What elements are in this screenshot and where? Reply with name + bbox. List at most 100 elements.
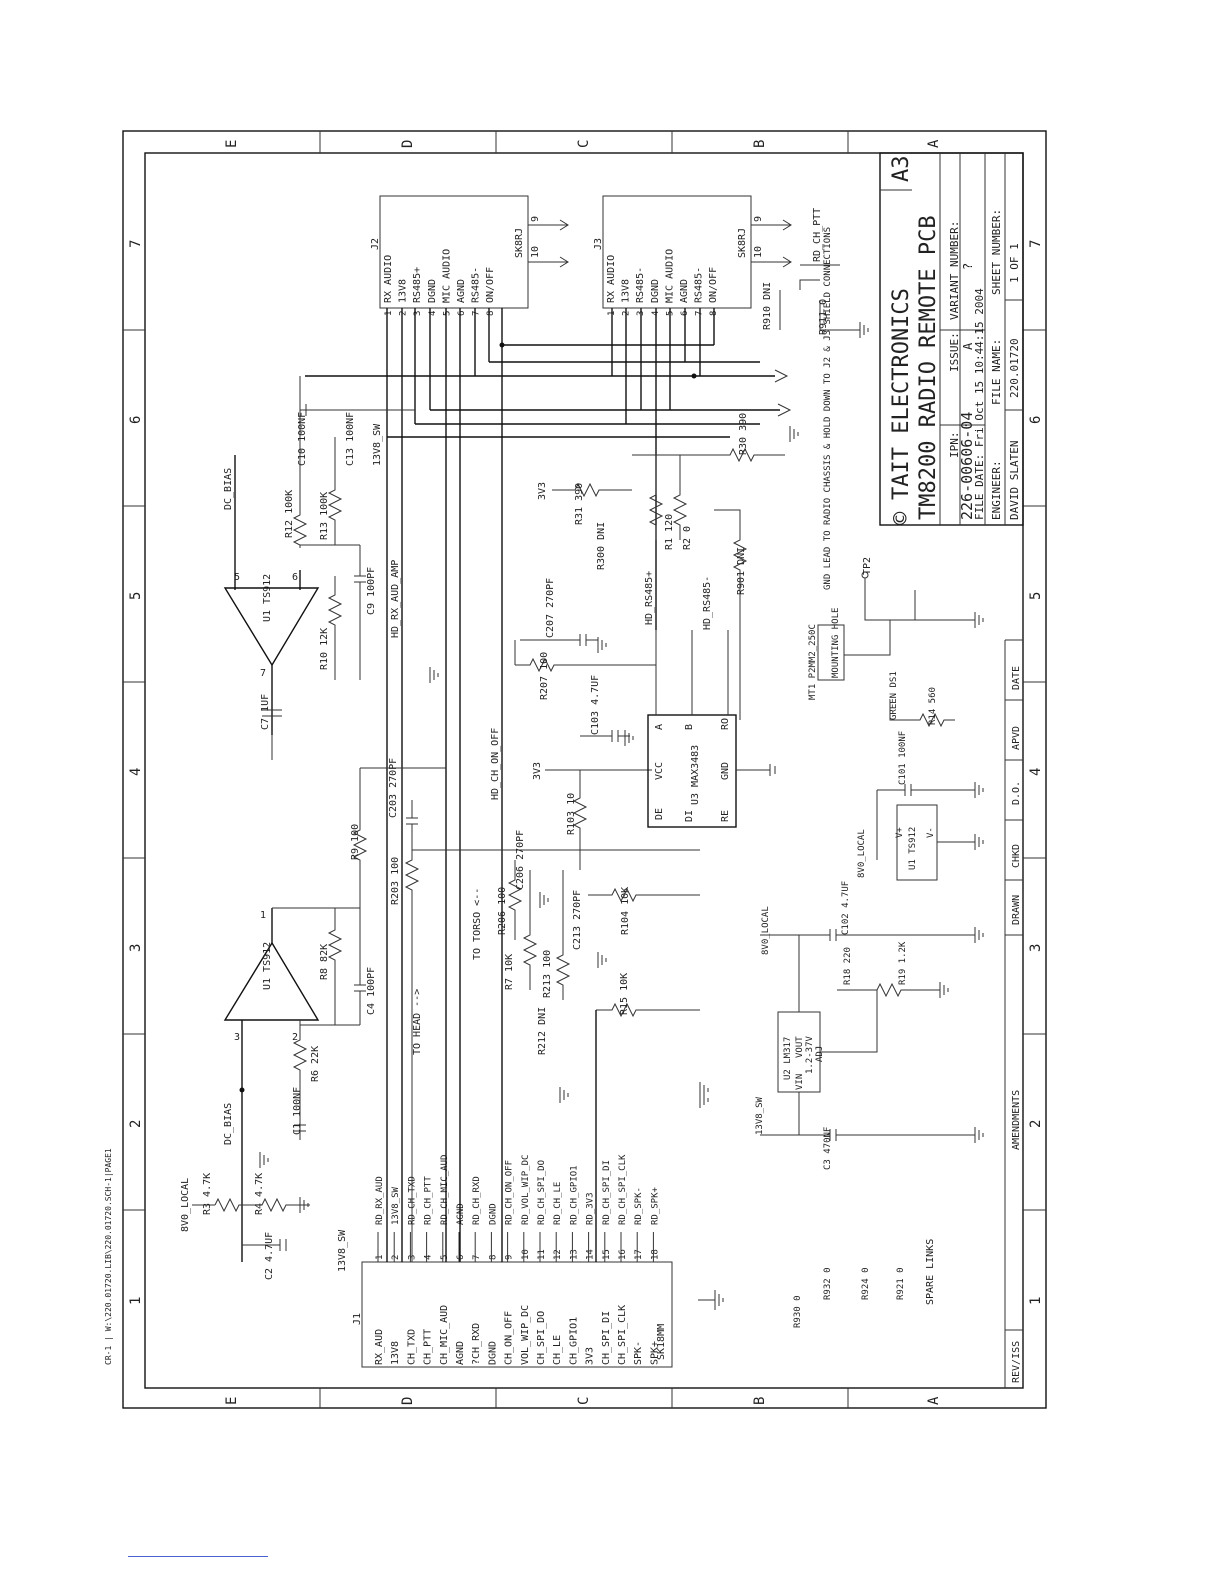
spare-link-r932: R932 0: [823, 1267, 833, 1300]
j1-pin-13-number: 13: [569, 1249, 579, 1260]
r30-label: R30 390: [738, 413, 749, 455]
u3-pin-a: A: [654, 724, 665, 730]
u3-pin-re: RE: [720, 810, 731, 822]
j1-net-16: RD_CH_SPI_CLK: [618, 1154, 628, 1225]
c213-label: C213 270PF: [572, 890, 583, 950]
j1-pin-10-name: VOL_WIP_DC: [520, 1305, 531, 1365]
zone-letter-c-top: C: [576, 140, 592, 148]
j1-pin-6-number: 6: [456, 1255, 466, 1260]
spare-links-title: SPARE LINKS: [925, 1239, 936, 1305]
c2-label: C2 4.7UF: [264, 1232, 275, 1280]
hd-rs485-minus-label: HD_RS485-: [702, 576, 713, 630]
j1-net-9: RD_CH_ON_OFF: [505, 1160, 515, 1225]
j2-part: SK8RJ: [514, 228, 525, 258]
ic-u3-max3483: U3 MAX3483 VCC DE DI RE GND A B RO: [647, 630, 776, 828]
zone-number-7-right: 7: [1028, 240, 1044, 248]
rev-cell-do: D.O.: [1011, 781, 1022, 805]
ground-symbol: [698, 1290, 724, 1310]
j3-pin-3-name: RS485-: [635, 267, 646, 303]
u3-pin-di: DI: [684, 810, 695, 822]
plot-path-label: CR-1 | W:\220.01720.LIB\220.01720.SCH-1|…: [104, 1148, 113, 1365]
j2-pin-3-name: RS485+: [412, 267, 423, 303]
j1-pin-11-name: CH_SPI_DO: [536, 1311, 547, 1365]
ground-symbols: [259, 322, 984, 1213]
j3-pin-7-name: RS485-: [694, 267, 705, 303]
svg-text:2: 2: [292, 1032, 298, 1043]
8v0-local-label: 8V0_LOCAL: [180, 1178, 191, 1232]
r911-label: R911 0: [818, 299, 829, 335]
r207-label: R207 100: [539, 652, 550, 700]
j1-net-1: RD_RX_AUD: [375, 1176, 385, 1225]
ground-symbol-13: [939, 982, 949, 998]
zone-number-1-left: 1: [128, 1297, 144, 1305]
j2-pin-1-name: RX AUDIO: [383, 255, 394, 303]
j3-pin-6-name: AGND: [679, 279, 690, 303]
u3-pin-gnd: GND: [720, 762, 731, 780]
j2-j3-bus: [305, 308, 792, 1262]
j1-pin-18-number: 18: [650, 1249, 660, 1260]
j1-pin-12-number: 12: [553, 1249, 563, 1260]
j1-net-7: RD_CH_RXD: [472, 1176, 482, 1225]
ground-symbol-10: [974, 782, 984, 798]
rev-cell-drawn: DRAWN: [1011, 895, 1022, 925]
u1a-label: U1 TS912: [262, 942, 273, 990]
c13-label: C13 100NF: [345, 412, 356, 466]
c9-label: C9 100PF: [366, 567, 377, 615]
j2-pin-8-name: ON/OFF: [485, 267, 496, 303]
ds1-label: GREEN DS1: [889, 671, 899, 720]
hd-rs485-plus-label: HD_RS485+: [644, 571, 655, 625]
sheet-size: A3: [889, 156, 914, 183]
zone-letters: E D C B A E D C B A: [224, 139, 942, 1405]
8v0-local-label-c: 8V0_LOCAL: [761, 906, 771, 955]
zone-number-2-right: 2: [1028, 1120, 1044, 1128]
r4-label: R4 4.7K: [254, 1173, 265, 1215]
sheet-number-label: SHEET NUMBER:: [990, 209, 1003, 295]
ground-symbol-5: [624, 730, 634, 746]
u1-power-label: U1 TS912: [908, 827, 918, 870]
j1-pin-7-number: 7: [472, 1255, 482, 1260]
zone-number-4-left: 4: [128, 768, 144, 776]
zone-number-1-right: 1: [1028, 1297, 1044, 1305]
ground-symbol-7: [789, 426, 799, 442]
zone-number-6-right: 6: [1028, 416, 1044, 424]
j1-net-2: 13V8_SW: [391, 1186, 401, 1225]
j3-part: SK8RJ: [737, 228, 748, 258]
3v3-label-top: 3V3: [537, 482, 548, 500]
r212-label: R212 DNI: [537, 1007, 548, 1055]
j1-pin-1-name: RX_AUD: [374, 1329, 385, 1365]
13v8-sw-label-top: 13V8_SW: [372, 423, 383, 466]
j3-pin-2-name: 13V8: [621, 279, 632, 303]
j1-pin-5-number: 5: [440, 1255, 450, 1260]
c103-label: C103 4.7UF: [590, 675, 601, 735]
j1-pin-17-number: 17: [634, 1249, 644, 1260]
gnd-note: GND LEAD TO RADIO CHASSIS & HOLD DOWN TO…: [823, 227, 833, 590]
hd-ch-on-off-label: HD_CH_ON_OFF: [490, 728, 501, 800]
13v8-sw-label-j1: 13V8_SW: [337, 1229, 348, 1272]
ground-symbol-9: [974, 612, 984, 628]
j1-pin-8-name: DGND: [487, 1341, 498, 1365]
issue-label: ISSUE:: [948, 332, 961, 372]
file-name-label: FILE NAME:: [990, 339, 1003, 405]
c101-label: C101 100NF: [898, 731, 908, 785]
file-name-value: 220.01720: [1008, 338, 1021, 398]
to-torso-label: TO TORSO <--: [472, 888, 483, 960]
zone-letter-d-top: D: [400, 140, 416, 148]
r213-label: R213 100: [542, 950, 553, 998]
j1-pin-14-number: 14: [586, 1249, 596, 1260]
spare-link-r930: R930 0: [793, 1295, 803, 1328]
issue-value: A: [961, 342, 975, 350]
connector-j1: J1 SK18MM RX_AUD113V82CH_TXD3CH_PTT4CH_M…: [352, 1154, 673, 1368]
hd-rx-aud-amp-label: HD_RX_AUD_AMP: [390, 560, 401, 638]
file-date: FILE DATE: Fri Oct 15 10:44:15 2004: [973, 288, 986, 520]
j2-pin-7-name: RS485-: [471, 267, 482, 303]
r13-label: R13 100K: [319, 492, 330, 540]
j3-pin-1-name: RX AUDIO: [606, 255, 617, 303]
r31-label: R31 390: [574, 483, 585, 525]
engineer-name: DAVID SLATEN: [1008, 441, 1021, 520]
j2-pin-4-number: 4: [428, 311, 438, 316]
j1-net-11: RD_CH_SPI_DO: [537, 1160, 547, 1225]
j2-pin-6-name: AGND: [456, 279, 467, 303]
rev-cell-amendments: AMENDMENTS: [1011, 1090, 1022, 1150]
